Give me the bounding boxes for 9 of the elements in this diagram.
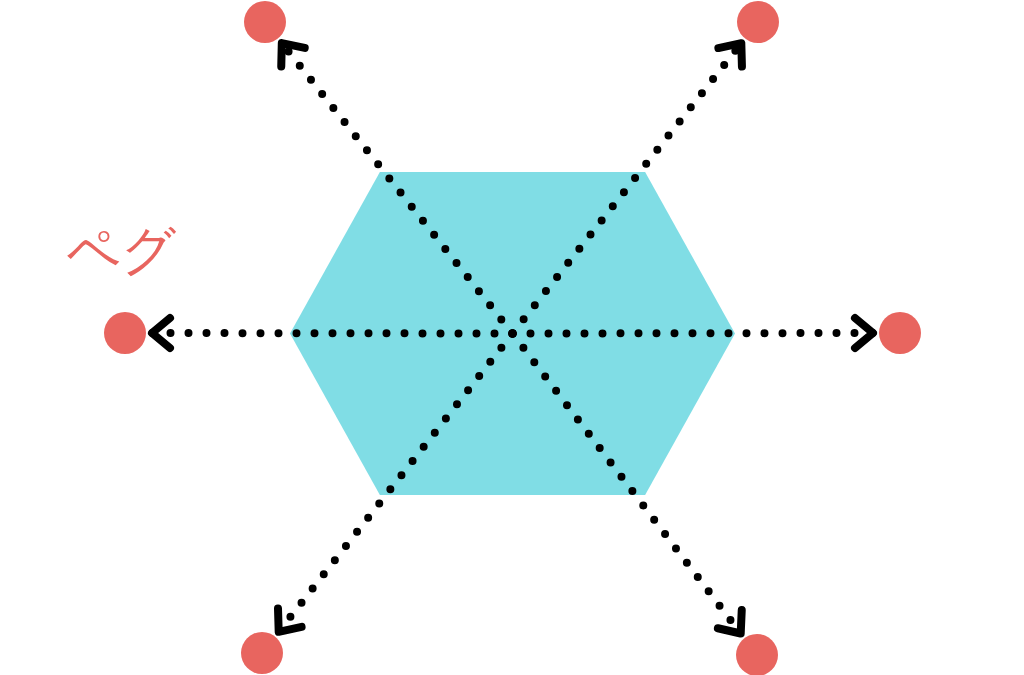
peg-dot	[244, 1, 286, 43]
arrow	[508, 329, 746, 638]
peg-dot	[879, 312, 921, 354]
hexagon	[290, 172, 735, 495]
peg-label: ペグ	[66, 224, 176, 278]
peg-dot	[104, 312, 146, 354]
peg-dot	[737, 1, 779, 43]
peg-dot	[241, 632, 283, 674]
peg-dot	[736, 634, 778, 675]
